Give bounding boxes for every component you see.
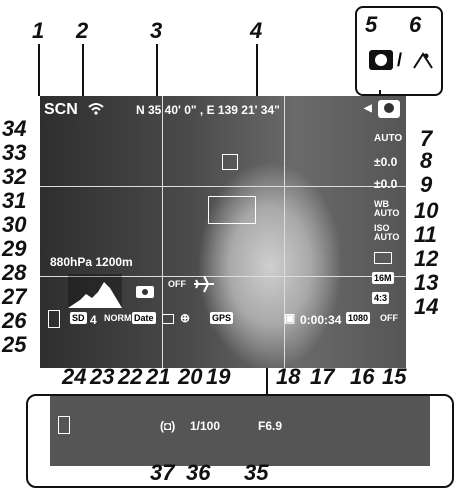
callout-8: 8 xyxy=(420,148,433,173)
callout-34: 34 xyxy=(2,116,27,141)
camera-shake-icon: (◘) xyxy=(160,419,176,433)
exposure-inset: (◘) 1/100 F6.9 37 36 35 xyxy=(26,394,454,488)
drive-mode-icon xyxy=(374,252,392,264)
callout-18: 18 xyxy=(276,364,301,389)
flash-mode: AUTO xyxy=(374,133,403,144)
airplane-icon xyxy=(194,275,214,293)
shutter-speed: 1/100 xyxy=(190,419,221,433)
callout-1: 1 xyxy=(32,18,45,43)
popup-separator: / xyxy=(397,50,403,70)
gps-label: GPS xyxy=(210,312,234,324)
scene-photo xyxy=(40,96,406,368)
callout-6: 6 xyxy=(409,12,422,37)
inset-screen: (◘) 1/100 F6.9 xyxy=(50,396,430,466)
callout-27: 27 xyxy=(2,284,27,309)
callout-16: 16 xyxy=(350,364,375,389)
mode-popup: 5 6 / xyxy=(355,6,443,104)
exposure-compensation: ±0.0 xyxy=(374,177,398,191)
left-arrow-icon: ◀ xyxy=(364,103,372,114)
date-stamp: Date xyxy=(132,312,156,324)
callout-9: 9 xyxy=(420,172,433,197)
pressure-altitude: 880hPa 1200m xyxy=(50,255,133,269)
landscape-portrait-icon xyxy=(413,52,433,69)
callout-5: 5 xyxy=(365,12,378,37)
callout-12: 12 xyxy=(414,246,439,271)
callout-36: 36 xyxy=(186,460,211,485)
callout-20: 20 xyxy=(178,364,203,389)
callout-29: 29 xyxy=(2,236,27,261)
callout-32: 32 xyxy=(2,164,27,189)
flash-compensation: ±0.0 xyxy=(374,155,398,169)
callout-24: 24 xyxy=(62,364,87,389)
callout-10: 10 xyxy=(414,198,439,223)
callout-31: 31 xyxy=(2,188,27,213)
callout-30: 30 xyxy=(2,212,27,237)
portrait-scene-icon xyxy=(378,100,400,118)
scene-mode-label: SCN xyxy=(44,101,78,118)
movie-resolution: 1080 xyxy=(346,312,371,324)
wifi-icon xyxy=(88,103,104,115)
wb-label: WB xyxy=(374,199,389,209)
portrait-mode-icon xyxy=(369,50,393,70)
callout-14: 14 xyxy=(414,294,439,319)
callout-37: 37 xyxy=(150,460,175,485)
wb-value: AUTO xyxy=(374,208,400,218)
callout-21: 21 xyxy=(146,364,171,389)
shots-remaining: 4 xyxy=(90,313,97,327)
metering-icon xyxy=(136,286,154,298)
iso-label: ISO xyxy=(374,223,390,233)
camera-screen: SCN N 35 40' 0" , E 139 21' 34" ◀ AUTO ±… xyxy=(40,96,406,368)
aperture-value: F6.9 xyxy=(258,419,283,433)
callout-19: 19 xyxy=(206,364,231,389)
mic-off-label: OFF xyxy=(168,279,186,289)
aspect-ratio: 4:3 xyxy=(372,292,390,304)
compass-icon: ⊕ xyxy=(180,311,191,325)
callout-15: 15 xyxy=(382,364,407,389)
af-target xyxy=(208,196,256,224)
callout-22: 22 xyxy=(118,364,143,389)
stabilizer-icon xyxy=(162,314,174,324)
inset-battery-icon xyxy=(58,416,70,434)
callout-35: 35 xyxy=(244,460,269,485)
gps-coordinates: N 35 40' 0" , E 139 21' 34" xyxy=(136,103,280,117)
image-size: 16M xyxy=(372,272,394,284)
callout-26: 26 xyxy=(2,308,27,333)
face-detect xyxy=(222,154,238,170)
record-time: 0:00:34 xyxy=(300,313,342,327)
callout-13: 13 xyxy=(414,270,439,295)
callout-3: 3 xyxy=(150,18,163,43)
callout-25: 25 xyxy=(2,332,27,357)
callout-7: 7 xyxy=(420,126,433,151)
battery-icon xyxy=(48,310,60,328)
af-lock-off: OFF xyxy=(380,313,398,323)
callout-11: 11 xyxy=(414,222,437,247)
movie-icon: ▣ xyxy=(284,311,296,325)
callout-4: 4 xyxy=(250,18,263,43)
callout-17: 17 xyxy=(310,364,335,389)
callout-28: 28 xyxy=(2,260,27,285)
callout-2: 2 xyxy=(76,18,89,43)
callout-23: 23 xyxy=(90,364,115,389)
quality-label: NORM xyxy=(104,313,132,323)
callout-33: 33 xyxy=(2,140,27,165)
sd-card: SD xyxy=(70,312,87,324)
iso-value: AUTO xyxy=(374,232,400,242)
histogram xyxy=(68,274,122,308)
